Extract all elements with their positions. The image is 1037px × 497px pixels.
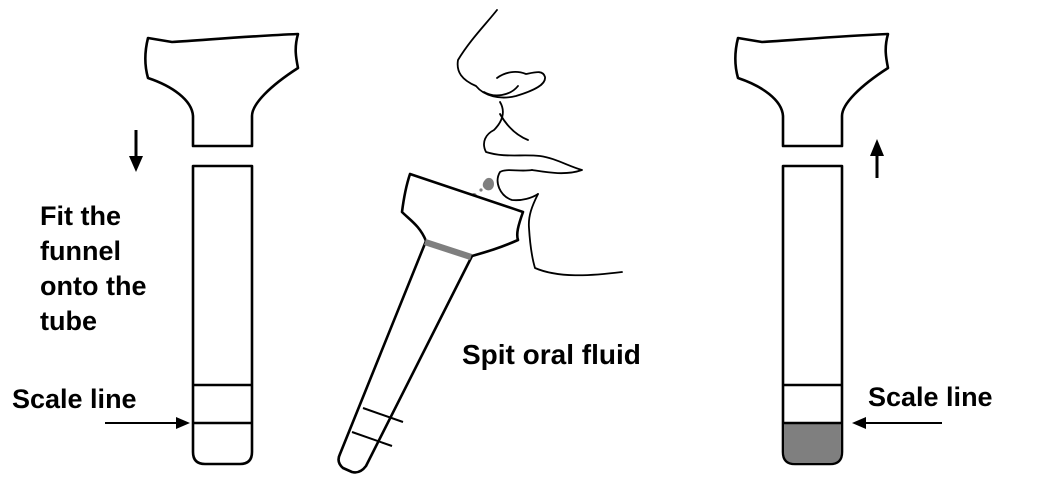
left-scale-pointer [105,417,190,429]
right-tube [781,164,844,466]
tilted-tube [337,239,474,474]
right-scale-pointer [852,417,942,429]
tilted-funnel [400,172,525,260]
collected-fluid [784,423,841,463]
fit-funnel-label-line-3: onto the [40,271,146,301]
down-arrow-icon [129,130,143,172]
scale-line-label-right: Scale line [868,382,993,412]
left-tube [191,164,254,466]
fit-funnel-label-line-4: tube [40,306,97,336]
right-funnel [734,32,890,148]
scale-line-label-left: Scale line [12,384,137,414]
fit-funnel-label-line-2: funnel [40,236,121,266]
face-profile [456,9,623,277]
left-funnel [144,32,300,148]
fit-funnel-label-line-1: Fit the [40,201,121,231]
up-arrow-icon [870,139,884,178]
spit-oral-fluid-label: Spit oral fluid [462,339,641,370]
